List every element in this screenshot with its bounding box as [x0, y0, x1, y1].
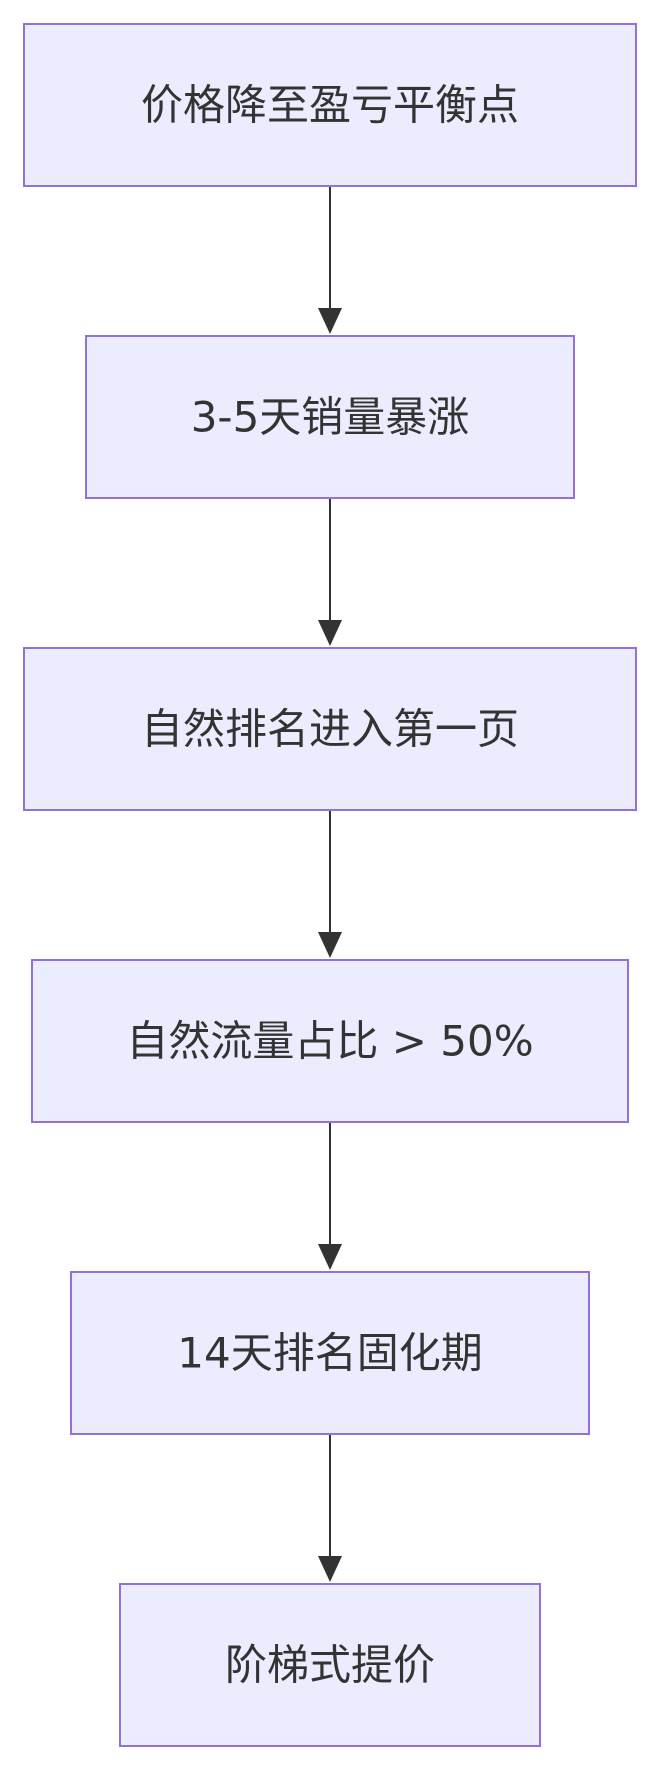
node-label: 3-5天销量暴涨 — [191, 393, 470, 442]
node-label: 阶梯式提价 — [225, 1641, 435, 1690]
arrowhead-icon — [318, 1244, 342, 1270]
flow-node-price-to-breakeven: 价格降至盈亏平衡点 — [23, 23, 637, 187]
arrowhead-icon — [318, 932, 342, 958]
edge-n1-n2 — [318, 186, 342, 334]
flow-node-first-page-ranking: 自然排名进入第一页 — [23, 647, 637, 811]
node-box — [119, 1583, 541, 1747]
node-label: 14天排名固化期 — [177, 1329, 482, 1378]
edge-n2-n3 — [318, 498, 342, 646]
flowchart-edges — [318, 186, 342, 1582]
flow-node-organic-traffic-share: 自然流量占比 > 50% — [31, 959, 629, 1123]
arrowhead-icon — [318, 308, 342, 334]
flowchart-nodes: 价格降至盈亏平衡点 3-5天销量暴涨 自然排名进入第一页 自然流量占比 > 50… — [23, 23, 637, 1747]
edge-n3-n4 — [318, 810, 342, 958]
edge-n5-n6 — [318, 1434, 342, 1582]
edge-n4-n5 — [318, 1122, 342, 1270]
node-box — [31, 959, 629, 1123]
node-box — [85, 335, 575, 499]
arrowhead-icon — [318, 620, 342, 646]
flow-node-ranking-lock-period: 14天排名固化期 — [70, 1271, 590, 1435]
node-box — [23, 647, 637, 811]
arrowhead-icon — [318, 1556, 342, 1582]
flow-node-sales-surge: 3-5天销量暴涨 — [85, 335, 575, 499]
node-label: 自然流量占比 > 50% — [126, 1017, 533, 1066]
node-label: 价格降至盈亏平衡点 — [141, 81, 519, 130]
node-box — [23, 23, 637, 187]
node-box — [70, 1271, 590, 1435]
node-label: 自然排名进入第一页 — [141, 705, 519, 754]
flow-node-stepped-price-increase: 阶梯式提价 — [119, 1583, 541, 1747]
